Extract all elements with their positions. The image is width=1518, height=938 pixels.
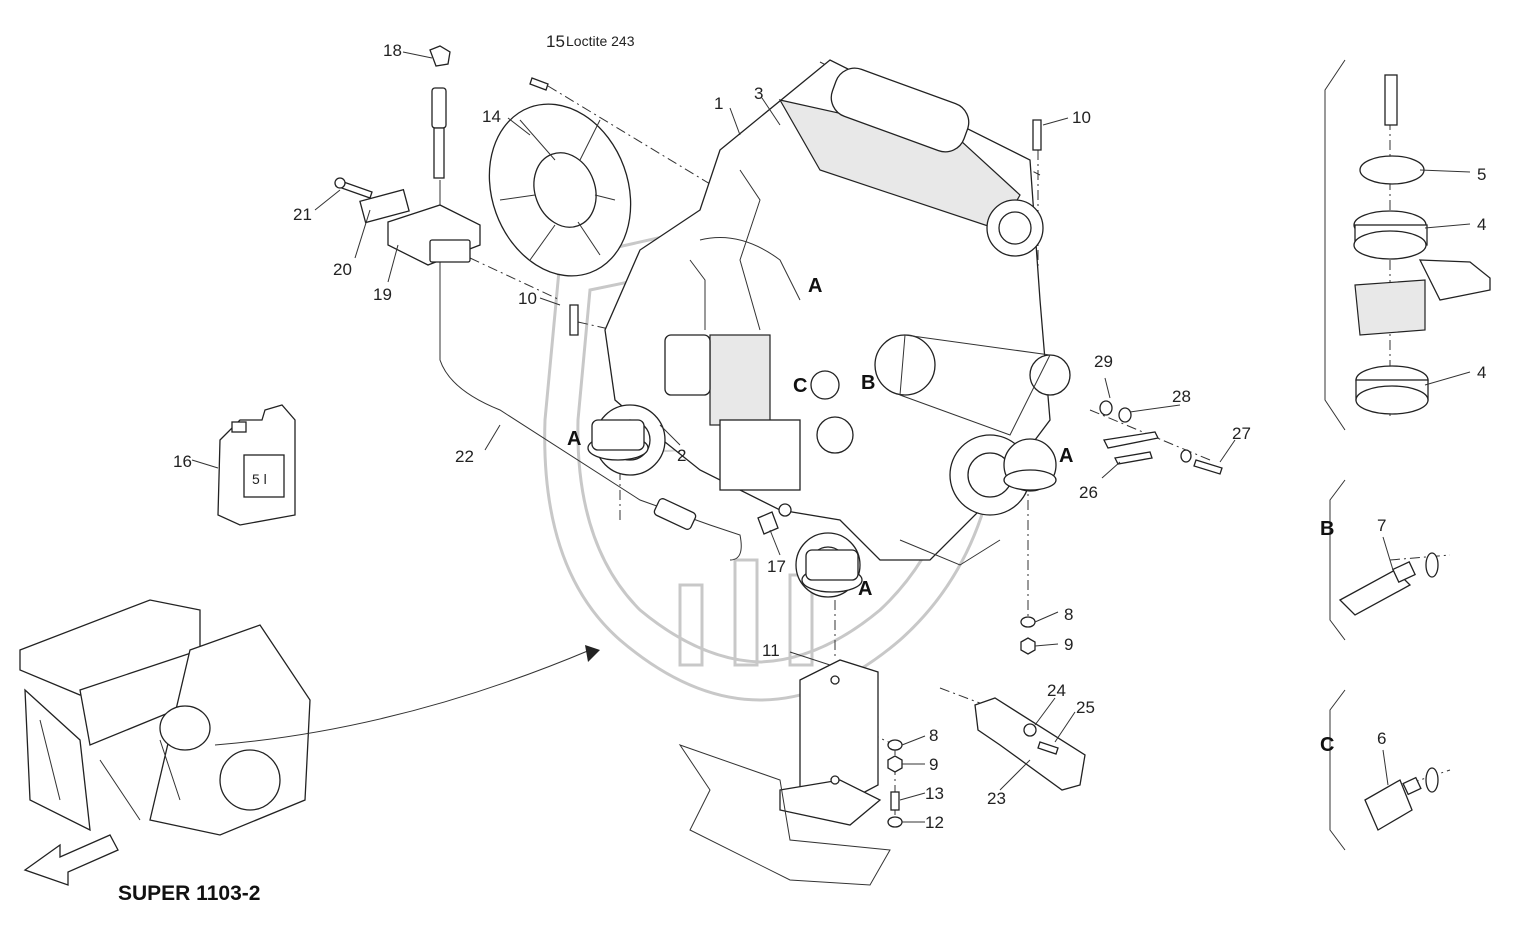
callout-13: 13 (925, 784, 944, 803)
detail-panel-sensor-b (1329, 479, 1439, 641)
callout-14: 14 (482, 107, 501, 126)
callout-7: 7 (1377, 516, 1386, 535)
section-a-right: A (1059, 445, 1073, 467)
leader-lines (191, 51, 1471, 823)
callout-23: 23 (987, 789, 1006, 808)
section-b-detail: B (1320, 518, 1334, 540)
detail-panel-mount (1324, 59, 1491, 431)
callout-labels: 1 2 3 4 4 5 6 7 8 8 9 9 10 10 11 12 13 1… (173, 32, 1486, 832)
callout-27: 27 (1232, 424, 1251, 443)
engine-mounts (587, 419, 1057, 593)
flywheel-housing (488, 103, 632, 277)
callout-4-upper: 4 (1477, 215, 1486, 234)
callout-5: 5 (1477, 165, 1486, 184)
callout-24: 24 (1047, 681, 1066, 700)
callout-20: 20 (333, 260, 352, 279)
callout-1: 1 (714, 94, 723, 113)
callout-12: 12 (925, 813, 944, 832)
callout-26: 26 (1079, 483, 1098, 502)
section-labels: A A A A B C B C (567, 275, 1334, 756)
callout-8-upper: 8 (1064, 605, 1073, 624)
callout-4-lower: 4 (1477, 363, 1486, 382)
callout-2: 2 (677, 446, 686, 465)
note-loctite: Loctite 243 (566, 33, 635, 49)
sensor-cable (334, 45, 792, 561)
callout-9-upper: 9 (1064, 635, 1073, 654)
canister-label: 5 l (252, 471, 267, 487)
section-a-bottom: A (858, 578, 872, 600)
callout-29: 29 (1094, 352, 1113, 371)
detail-panel-sensor-c (1329, 689, 1439, 851)
callout-17: 17 (767, 557, 786, 576)
engine-assembly (594, 59, 1071, 598)
callout-8-lower: 8 (929, 726, 938, 745)
callout-25: 25 (1076, 698, 1095, 717)
callout-19: 19 (373, 285, 392, 304)
callout-18: 18 (383, 41, 402, 60)
callout-15: 15 (546, 32, 565, 51)
callout-16: 16 (173, 452, 192, 471)
diagram-title: SUPER 1103-2 (118, 882, 260, 905)
machine-overview (19, 599, 600, 886)
side-bracket (974, 697, 1086, 791)
section-b-engine: B (861, 372, 875, 394)
callout-28: 28 (1172, 387, 1191, 406)
hardware (569, 119, 1223, 828)
mount-bracket (678, 659, 891, 886)
section-a-top: A (808, 275, 822, 297)
callout-3: 3 (754, 84, 763, 103)
callout-22: 22 (455, 447, 474, 466)
section-c-detail: C (1320, 734, 1334, 756)
callout-9-lower: 9 (929, 755, 938, 774)
section-a-left: A (567, 428, 581, 450)
callout-21: 21 (293, 205, 312, 224)
oil-canister: 5 l (217, 404, 296, 526)
callout-11: 11 (762, 641, 780, 660)
callout-10-lower: 10 (518, 289, 537, 308)
callout-6: 6 (1377, 729, 1386, 748)
section-c-engine: C (793, 375, 807, 397)
callout-10-upper: 10 (1072, 108, 1091, 127)
